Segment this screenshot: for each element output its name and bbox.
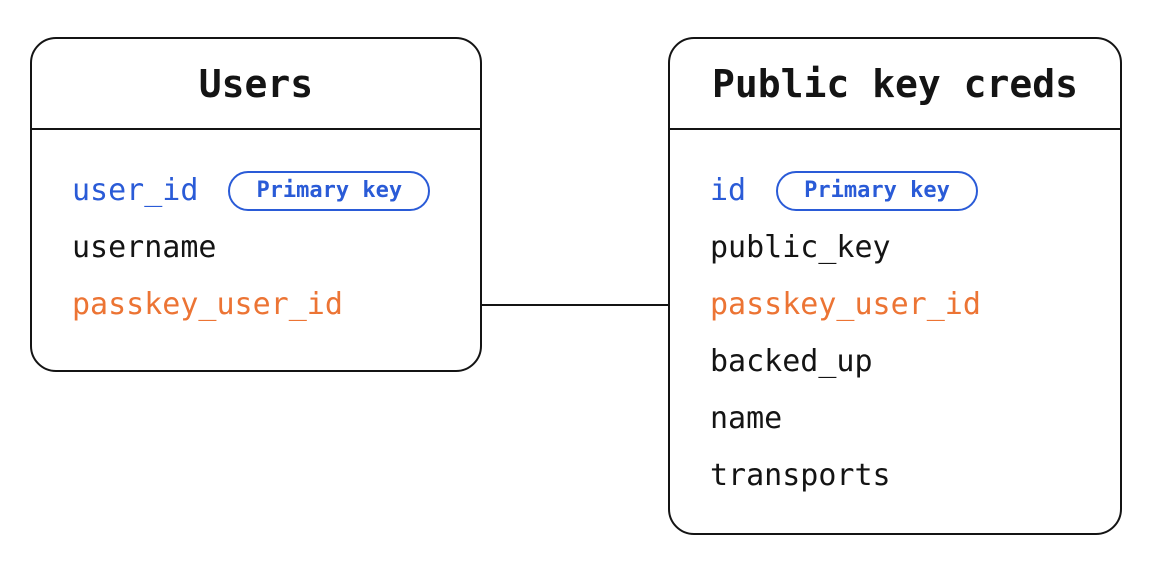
field-row: passkey_user_id bbox=[710, 276, 1120, 333]
field-row: user_id Primary key bbox=[72, 162, 480, 219]
field-row: username bbox=[72, 219, 480, 276]
table-public-key-creds: Public key creds id Primary key public_key… bbox=[668, 37, 1122, 535]
field-name: backed_up bbox=[710, 344, 873, 379]
table-public-key-creds-header: Public key creds bbox=[670, 39, 1120, 130]
primary-key-badge: Primary key bbox=[776, 170, 978, 211]
table-users-header: Users bbox=[32, 39, 480, 130]
table-users-field-list: user_id Primary key username passkey_user_i… bbox=[32, 130, 480, 333]
field-row: backed_up bbox=[710, 333, 1120, 390]
field-name: username bbox=[72, 230, 217, 265]
table-public-key-creds-title: Public key creds bbox=[711, 61, 1079, 106]
field-name: user_id bbox=[72, 173, 199, 208]
field-row: name bbox=[710, 390, 1120, 447]
field-name: transports bbox=[710, 458, 891, 493]
field-name: passkey_user_id bbox=[710, 287, 981, 322]
field-name: name bbox=[710, 401, 783, 436]
field-row: id Primary key bbox=[710, 162, 1120, 219]
field-row: public_key bbox=[710, 219, 1120, 276]
field-name: passkey_user_id bbox=[72, 287, 343, 322]
field-row: transports bbox=[710, 447, 1120, 504]
primary-key-badge: Primary key bbox=[228, 170, 431, 211]
relationship-line bbox=[482, 304, 668, 306]
table-users-title: Users bbox=[198, 61, 314, 106]
field-name: public_key bbox=[710, 230, 891, 265]
table-users: Users user_id Primary key username passkey_… bbox=[30, 37, 482, 372]
field-row: passkey_user_id bbox=[72, 276, 480, 333]
field-name: id bbox=[710, 173, 747, 208]
